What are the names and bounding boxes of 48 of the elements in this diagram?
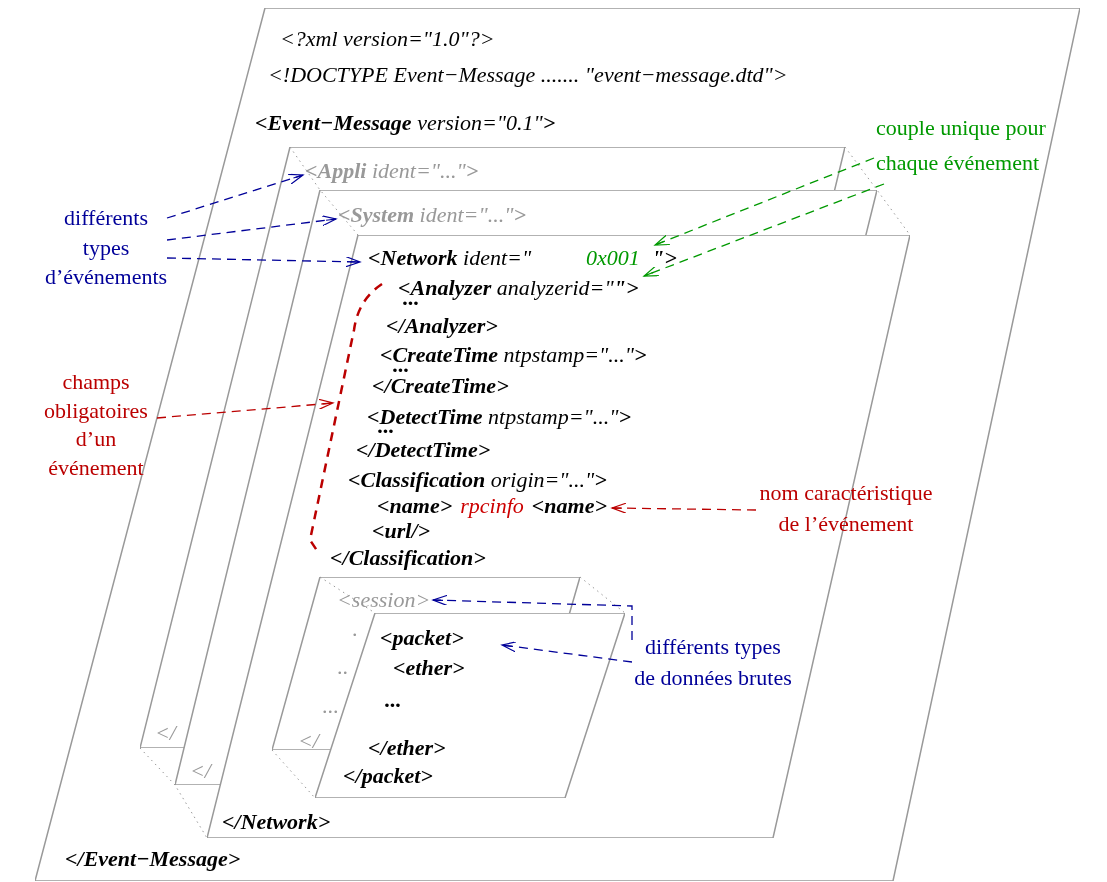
code-text: <ether>	[393, 657, 465, 679]
code-text: <Classification origin="...">	[348, 469, 607, 491]
page-sheet	[35, 8, 1080, 881]
code-text: <DetectTime ntpstamp="...">	[367, 406, 632, 428]
dashed-arrow	[166, 173, 304, 219]
code-text: <System ident="...">	[338, 204, 526, 226]
code-text: </ether>	[368, 737, 446, 759]
code-text: <Network ident="	[368, 247, 532, 269]
code-text: <url/>	[372, 520, 431, 542]
code-text: ">	[652, 247, 677, 269]
code-text: <packet>	[380, 627, 464, 649]
annotation-text: différents types d’événements	[45, 203, 167, 293]
dashed-arrow	[501, 641, 633, 663]
dashed-arrow	[654, 157, 875, 246]
annotation-text: différents types de données brutes	[632, 632, 794, 694]
dashed-arrow	[643, 183, 885, 277]
code-text: <!DOCTYPE Event−Message ....... "event−message.dtd">	[268, 64, 788, 86]
hidden-code-text: </	[155, 722, 176, 744]
code-text: </CreateTime>	[372, 375, 509, 397]
hidden-code-text: .	[352, 618, 358, 640]
annotation-text: couple unique pour chaque événement	[876, 110, 1107, 181]
dashed-arrow	[166, 215, 337, 241]
code-text: </Analyzer>	[386, 315, 498, 337]
hidden-code-text: ..	[337, 656, 348, 678]
code-text: </Event−Message>	[65, 848, 241, 870]
code-text: 0x001	[586, 247, 640, 269]
code-text: <Analyzer analyzerid="">	[398, 277, 639, 299]
hidden-code-text: </	[298, 730, 319, 752]
value-text: rpcinfo	[460, 495, 524, 517]
code-text: ...	[385, 689, 402, 711]
code-text: </packet>	[343, 765, 433, 787]
code-text: <?xml version="1.0"?>	[280, 28, 495, 50]
code-text: </DetectTime>	[356, 439, 491, 461]
hidden-code-text: </	[190, 760, 211, 782]
annotation-text: nom caractéristique de l’événement	[756, 478, 936, 540]
code-text: <session>	[337, 589, 431, 611]
hidden-code-text: ...	[322, 695, 339, 717]
annotation-text: champs obligatoires d’un événement	[35, 368, 157, 483]
code-text: <name>	[531, 495, 607, 517]
code-text: </Classification>	[330, 547, 486, 569]
dashed-arrow	[166, 256, 361, 268]
code-text: <name>	[377, 495, 453, 517]
dashed-arrow	[156, 398, 334, 419]
dashed-arrow	[432, 594, 633, 641]
code-text: </Network>	[222, 811, 331, 833]
dashed-arrow	[611, 502, 757, 514]
code-text: <Appli ident="...">	[305, 160, 479, 182]
code-text: <Event−Message version="0.1">	[255, 112, 556, 134]
